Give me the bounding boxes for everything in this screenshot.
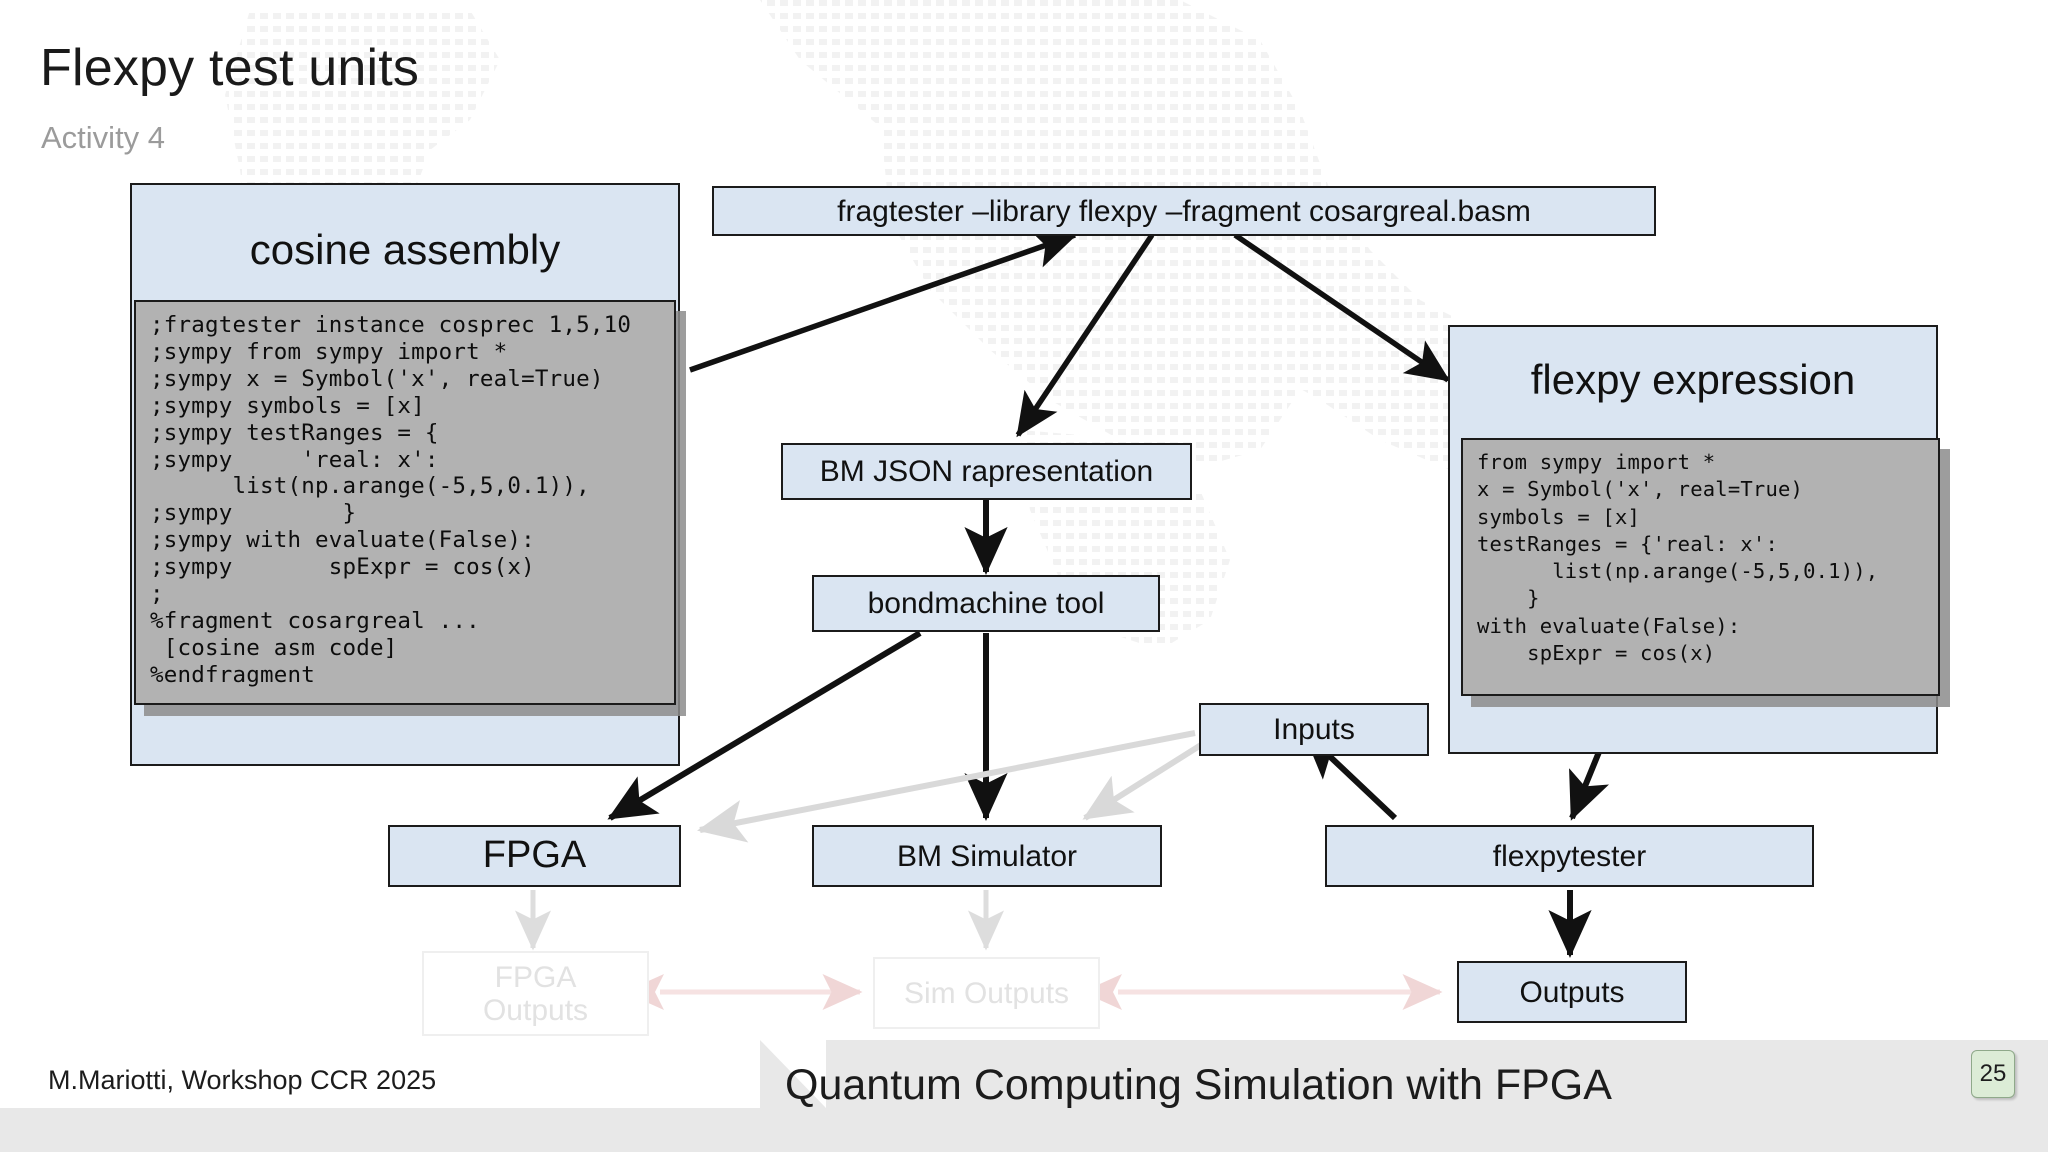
footer-author: M.Mariotti, Workshop CCR 2025: [48, 1065, 437, 1095]
sim-outputs-box[interactable]: Sim Outputs: [873, 957, 1100, 1029]
flexpytester-label: flexpytester: [1492, 839, 1647, 873]
inputs-label: Inputs: [1273, 713, 1355, 746]
page-number-badge: 25: [1971, 1050, 2015, 1098]
inputs-box[interactable]: Inputs: [1199, 703, 1429, 756]
footer-white-wedge: [0, 1040, 826, 1108]
flexpy-expression-code: from sympy import * x = Symbol('x', real…: [1461, 438, 1940, 696]
bondmachine-tool-label: bondmachine tool: [867, 587, 1105, 620]
fpga-outputs-label-line2: Outputs: [482, 993, 589, 1027]
sim-outputs-label: Sim Outputs: [903, 976, 1070, 1010]
outputs-box[interactable]: Outputs: [1457, 961, 1687, 1023]
cosine-assembly-code: ;fragtester instance cosprec 1,5,10 ;sym…: [134, 300, 676, 705]
bm-simulator-box[interactable]: BM Simulator: [812, 825, 1162, 887]
fpga-outputs-box[interactable]: FPGA Outputs: [422, 951, 649, 1036]
bm-json-representation-label: BM JSON rapresentation: [819, 455, 1154, 488]
page-title: Flexpy test units: [40, 39, 420, 97]
cosine-assembly-title: cosine assembly: [249, 226, 561, 273]
bm-simulator-label: BM Simulator: [896, 839, 1078, 873]
flexpytester-box[interactable]: flexpytester: [1325, 825, 1814, 887]
bm-json-representation-box[interactable]: BM JSON rapresentation: [781, 443, 1192, 500]
fpga-box[interactable]: FPGA: [388, 825, 681, 887]
flexpy-expression-title: flexpy expression: [1530, 356, 1856, 403]
fpga-outputs-label-line1: FPGA: [494, 960, 577, 994]
page-number-label: 25: [1979, 1060, 2007, 1087]
fragtester-command-box[interactable]: fragtester –library flexpy –fragment cos…: [712, 186, 1656, 236]
bondmachine-tool-box[interactable]: bondmachine tool: [812, 575, 1160, 632]
fragtester-command-label: fragtester –library flexpy –fragment cos…: [837, 194, 1531, 228]
fpga-label: FPGA: [482, 834, 587, 877]
footer-presentation-title: Quantum Computing Simulation with FPGA: [785, 1061, 1612, 1109]
page-subtitle: Activity 4: [41, 120, 166, 155]
outputs-label: Outputs: [1519, 975, 1625, 1009]
